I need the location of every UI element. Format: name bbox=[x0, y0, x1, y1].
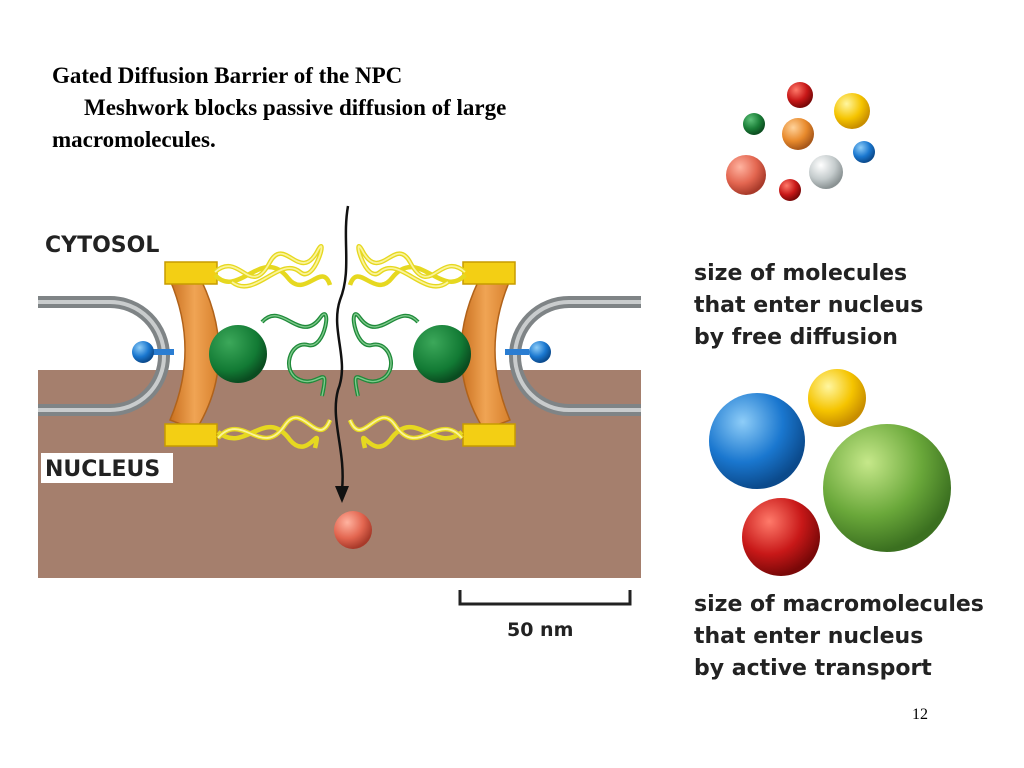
large-caption-line-3: by active transport bbox=[694, 656, 932, 681]
large-macromolecules-cluster bbox=[709, 369, 951, 576]
slide-body-line-2: macromolecules. bbox=[52, 127, 216, 152]
nuclear-envelope bbox=[38, 296, 641, 416]
large-caption-line-2: that enter nucleus bbox=[694, 624, 923, 649]
slide-body-line-1: Meshwork blocks passive diffusion of lar… bbox=[84, 95, 507, 120]
scale-bar: 50 nm bbox=[458, 590, 632, 641]
anchor-right bbox=[505, 341, 551, 363]
anchor-left bbox=[132, 341, 174, 363]
small-molecules-cluster bbox=[726, 82, 875, 201]
label-nucleus-bg bbox=[41, 453, 173, 483]
small-caption-line-1: size of molecules bbox=[694, 261, 907, 286]
scale-bar-label: 50 nm bbox=[507, 619, 573, 641]
npc-sphere-right bbox=[413, 325, 471, 383]
page-number: 12 bbox=[912, 706, 928, 723]
diffusing-molecule bbox=[334, 511, 372, 549]
npc-sphere-left bbox=[209, 325, 267, 383]
small-caption-line-2: that enter nucleus bbox=[694, 293, 923, 318]
large-caption-line-1: size of macromolecules bbox=[694, 592, 984, 617]
label-nucleus: NUCLEUS bbox=[45, 457, 160, 482]
small-molecules-caption: size of molecules that enter nucleus by … bbox=[694, 261, 923, 350]
large-macromolecules-caption: size of macromolecules that enter nucleu… bbox=[694, 592, 984, 681]
fg-meshwork bbox=[213, 244, 467, 449]
yellow-blocks bbox=[164, 261, 516, 447]
slide-title: Gated Diffusion Barrier of the NPC bbox=[52, 63, 403, 88]
slide-title-block: Gated Diffusion Barrier of the NPC Meshw… bbox=[52, 60, 652, 156]
diffusion-arrow bbox=[334, 205, 350, 503]
label-cytosol: CYTOSOL bbox=[45, 233, 159, 258]
small-caption-line-3: by free diffusion bbox=[694, 325, 898, 350]
